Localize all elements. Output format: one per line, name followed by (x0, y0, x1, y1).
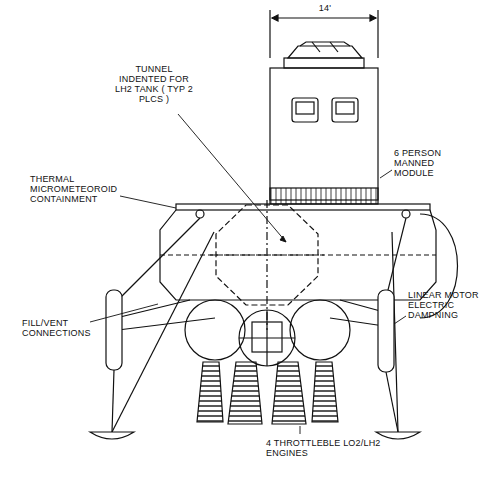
dimension-label: 14' (310, 3, 340, 13)
callout-label: 6 PERSON MANNED MODULE (394, 148, 462, 178)
callout-label: 4 THROTTLEBLE LO2/LH2 ENGINES (266, 438, 396, 458)
landing-legs (90, 210, 420, 439)
callout-label: THERMAL MICROMETEOROID CONTAINMENT (30, 174, 150, 204)
callout-label: TUNNEL INDENTED FOR LH2 TANK ( TYP 2 PLC… (112, 64, 196, 104)
callout-label: FILL/VENT CONNECTIONS (22, 318, 96, 338)
dimension-line (270, 10, 378, 58)
manned-module (270, 42, 378, 204)
leader-lines (90, 114, 406, 434)
callout-label: LINEAR MOTOR ELECTRIC DAMPNING (408, 290, 490, 320)
